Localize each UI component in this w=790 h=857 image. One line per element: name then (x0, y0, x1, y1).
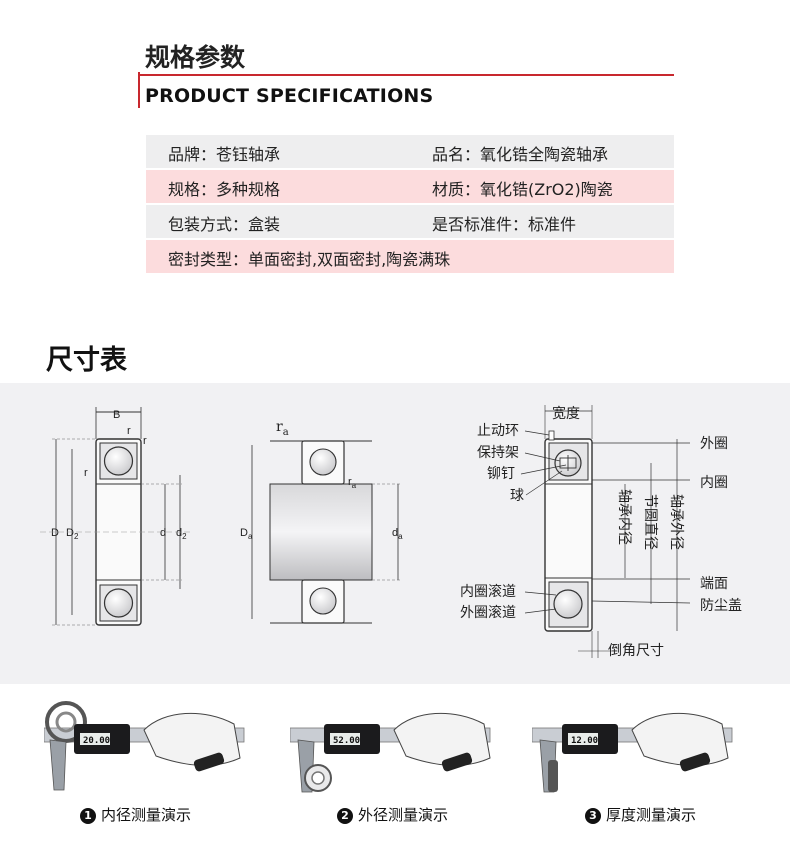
caption-text: 外径测量演示 (358, 806, 449, 824)
dim-r1-side: r (84, 467, 88, 479)
label-pitch-diameter: 节圆直径 (642, 494, 659, 550)
spec-row: 密封类型：单面密封,双面密封,陶瓷满珠 (146, 240, 674, 273)
demo-outer-diameter-image: 52.00 (290, 700, 500, 795)
caliper-reading: 12.00 (571, 736, 598, 746)
label-outer-diameter: 轴承外径 (668, 494, 684, 550)
spec-brand: 品牌：苍钰轴承 (168, 145, 281, 164)
label-cage: 保持架 (477, 445, 519, 461)
title-divider (140, 74, 674, 76)
demo-caption-inner: 1 内径测量演示 (80, 804, 191, 825)
middle-bearing-mounted: ra ra Da da (240, 419, 403, 624)
spec-table: 品牌：苍钰轴承 品名：氧化锆全陶瓷轴承 规格：多种规格 材质：氧化锆(ZrO2)… (146, 135, 674, 275)
spec-standard: 是否标准件：标准件 (432, 215, 577, 234)
dim-d: d (160, 527, 166, 539)
label-outer-ring: 外圈 (700, 436, 728, 452)
dim-da: da (392, 527, 403, 541)
spec-product-name: 品名：氧化锆全陶瓷轴承 (432, 145, 609, 164)
label-shield: 防尘盖 (700, 598, 742, 614)
spec-title-cn: 规格参数 (145, 43, 246, 72)
caption-text: 厚度测量演示 (606, 806, 697, 824)
label-width: 宽度 (552, 405, 580, 422)
demo-caption-thickness: 3 厚度测量演示 (585, 804, 696, 825)
dim-r2-top: r (127, 425, 131, 437)
dim-B: B (113, 409, 120, 421)
dim-D2: D2 (66, 527, 79, 541)
label-bore: 轴承内径 (616, 489, 632, 545)
demo-caption-outer: 2 外径测量演示 (337, 804, 448, 825)
caliper-reading: 52.00 (333, 736, 360, 746)
title-accent-bar (138, 72, 140, 108)
step-number: 3 (585, 808, 601, 824)
label-outer-raceway: 外圈滚道 (460, 604, 516, 621)
label-rivet: 铆钉 (487, 466, 515, 482)
label-ball: 球 (510, 488, 524, 504)
label-chamfer: 倒角尺寸 (608, 643, 664, 659)
label-face: 端面 (700, 576, 728, 592)
spec-row: 规格：多种规格 材质：氧化锆(ZrO2)陶瓷 (146, 170, 674, 203)
step-number: 1 (80, 808, 96, 824)
size-table-title: 尺寸表 (46, 345, 127, 376)
bearing-diagrams: B r r r r D D2 (40, 405, 742, 659)
spec-title-en: PRODUCT SPECIFICATIONS (145, 85, 434, 107)
dim-ra-top: ra (276, 419, 289, 438)
dim-D: D (51, 527, 59, 539)
step-number: 2 (337, 808, 353, 824)
spec-size: 规格：多种规格 (168, 180, 281, 199)
left-bearing-section: B r r r r D D2 (40, 407, 190, 626)
spec-row: 品牌：苍钰轴承 品名：氧化锆全陶瓷轴承 (146, 135, 674, 168)
right-bearing-labeled: 宽度 止动环 保持架 铆钉 球 内圈滚道 外圈滚道 (460, 405, 742, 659)
label-stop-ring: 止动环 (477, 423, 519, 439)
spec-row: 包装方式：盒装 是否标准件：标准件 (146, 205, 674, 238)
demo-inner-diameter-image: 20.00 (44, 700, 254, 795)
label-inner-raceway: 内圈滚道 (460, 583, 516, 600)
dim-ra-side: ra (348, 476, 357, 490)
dim-r1-top: r (143, 435, 147, 447)
spec-seal-type: 密封类型：单面密封,双面密封,陶瓷满珠 (168, 250, 451, 269)
dim-Da: Da (240, 527, 253, 541)
demo-thickness-image: 12.00 (532, 700, 742, 795)
dim-d2: d2 (176, 527, 187, 541)
caption-text: 内径测量演示 (101, 806, 192, 824)
spec-packaging: 包装方式：盒装 (168, 215, 281, 234)
label-inner-ring: 内圈 (700, 475, 728, 491)
spec-material: 材质：氧化锆(ZrO2)陶瓷 (432, 180, 613, 199)
caliper-reading: 20.00 (83, 736, 110, 746)
bearing-diagram-panel: B r r r r D D2 (0, 383, 790, 684)
